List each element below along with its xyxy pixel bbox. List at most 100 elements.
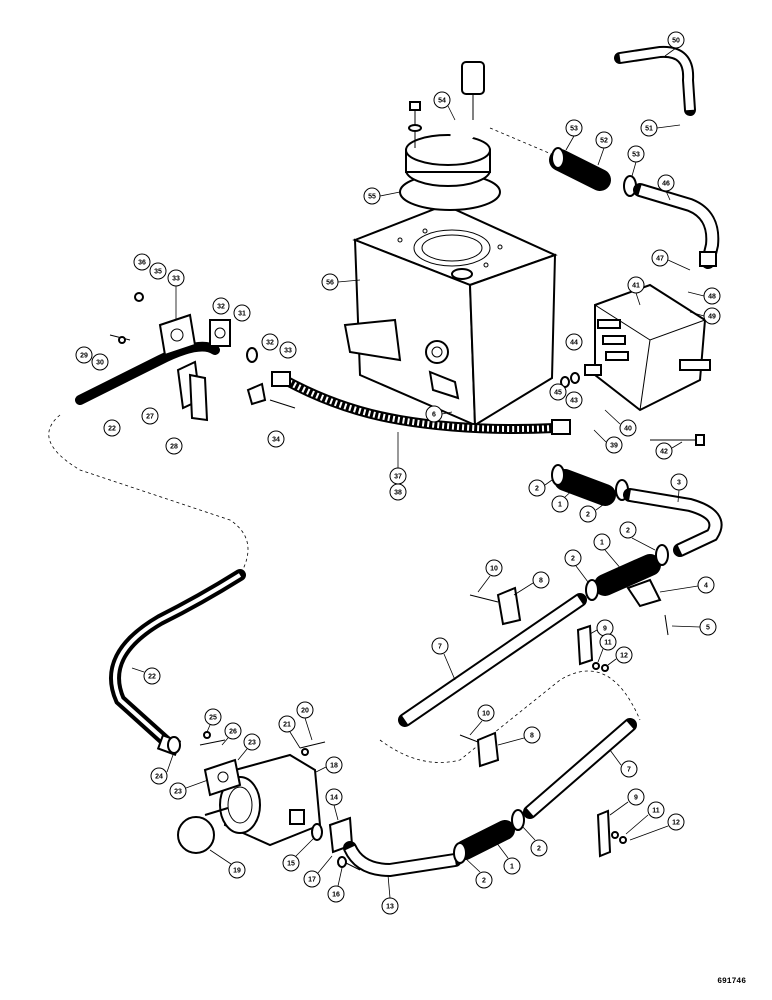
callout-40: 40 (619, 419, 637, 437)
svg-text:29: 29 (80, 353, 88, 360)
svg-text:25: 25 (209, 715, 217, 722)
callout-9a: 9 (596, 619, 614, 637)
svg-text:37: 37 (394, 474, 402, 481)
callout-41: 41 (627, 276, 645, 294)
callout-27: 27 (141, 407, 159, 425)
callout-55: 55 (363, 187, 381, 205)
svg-text:38: 38 (394, 490, 402, 497)
callout-8b: 8 (523, 726, 541, 744)
callout-3: 3 (670, 473, 688, 491)
svg-text:8: 8 (530, 733, 534, 740)
svg-text:18: 18 (330, 763, 338, 770)
callout-26: 26 (224, 722, 242, 740)
callout-13: 13 (381, 897, 399, 915)
callout-22b: 22 (143, 667, 161, 685)
callout-4: 4 (697, 576, 715, 594)
svg-text:19: 19 (233, 868, 241, 875)
svg-text:32: 32 (266, 340, 274, 347)
callout-47: 47 (651, 249, 669, 267)
svg-text:1: 1 (510, 864, 514, 871)
svg-text:47: 47 (656, 256, 664, 263)
drawing-reference-code: 691746 (717, 977, 746, 986)
svg-text:39: 39 (610, 443, 618, 450)
callout-6: 6 (425, 405, 443, 423)
callout-2c: 2 (619, 521, 637, 539)
svg-text:3: 3 (677, 480, 681, 487)
svg-text:45: 45 (554, 390, 562, 397)
callout-12b: 12 (667, 813, 685, 831)
callout-12a: 12 (615, 646, 633, 664)
svg-text:22: 22 (108, 426, 116, 433)
callout-1b: 1 (593, 533, 611, 551)
callout-16: 16 (327, 885, 345, 903)
callout-7a: 7 (431, 637, 449, 655)
svg-text:14: 14 (330, 795, 338, 802)
svg-text:2: 2 (626, 528, 630, 535)
callout-37: 37 (389, 467, 407, 485)
callout-25: 25 (204, 708, 222, 726)
callout-23a: 23 (243, 733, 261, 751)
callout-24: 24 (150, 767, 168, 785)
svg-text:50: 50 (672, 38, 680, 45)
callout-10b: 10 (477, 704, 495, 722)
svg-text:13: 13 (386, 904, 394, 911)
callout-32b: 32 (261, 333, 279, 351)
callout-17: 17 (303, 870, 321, 888)
callout-5: 5 (699, 618, 717, 636)
lower-tube-run (379, 593, 641, 864)
callout-1c: 1 (503, 857, 521, 875)
svg-text:7: 7 (438, 644, 442, 651)
svg-text:23: 23 (174, 789, 182, 796)
svg-text:11: 11 (652, 808, 660, 815)
callout-39: 39 (605, 436, 623, 454)
svg-text:27: 27 (146, 414, 154, 421)
svg-text:11: 11 (604, 640, 612, 647)
callout-21: 21 (278, 715, 296, 733)
svg-text:9: 9 (603, 626, 607, 633)
svg-text:8: 8 (539, 578, 543, 585)
svg-text:2: 2 (537, 846, 541, 853)
svg-text:52: 52 (600, 138, 608, 145)
svg-text:10: 10 (482, 711, 490, 718)
svg-text:44: 44 (570, 340, 578, 347)
svg-text:53: 53 (570, 126, 578, 133)
svg-text:23: 23 (248, 740, 256, 747)
callout-38: 38 (389, 483, 407, 501)
svg-text:35: 35 (154, 269, 162, 276)
callout-2b: 2 (579, 505, 597, 523)
svg-text:10: 10 (490, 566, 498, 573)
svg-text:4: 4 (704, 583, 708, 590)
svg-text:41: 41 (632, 283, 640, 290)
svg-text:54: 54 (438, 98, 446, 105)
svg-text:12: 12 (620, 653, 628, 660)
svg-text:2: 2 (535, 486, 539, 493)
hydraulic-reservoir-tank (343, 203, 558, 427)
svg-text:17: 17 (308, 877, 316, 884)
callout-14: 14 (325, 788, 343, 806)
callout-46: 46 (657, 174, 675, 192)
svg-text:6: 6 (432, 412, 436, 419)
pump-outlet-fittings (311, 816, 462, 878)
svg-text:32: 32 (217, 304, 225, 311)
callout-29: 29 (75, 346, 93, 364)
armored-hose (271, 371, 571, 435)
svg-text:22: 22 (148, 674, 156, 681)
callout-32a: 32 (212, 297, 230, 315)
callout-19: 19 (228, 861, 246, 879)
svg-text:1: 1 (558, 502, 562, 509)
callout-9b: 9 (627, 788, 645, 806)
svg-text:51: 51 (645, 126, 653, 133)
callout-54: 54 (433, 91, 451, 109)
callout-44: 44 (565, 333, 583, 351)
callout-8a: 8 (532, 571, 550, 589)
callout-36: 36 (133, 253, 151, 271)
svg-text:36: 36 (138, 260, 146, 267)
svg-text:7: 7 (627, 767, 631, 774)
svg-text:1: 1 (600, 540, 604, 547)
svg-text:2: 2 (571, 556, 575, 563)
callout-2d: 2 (564, 549, 582, 567)
svg-text:28: 28 (170, 444, 178, 451)
svg-text:42: 42 (660, 449, 668, 456)
callout-2e: 2 (475, 871, 493, 889)
